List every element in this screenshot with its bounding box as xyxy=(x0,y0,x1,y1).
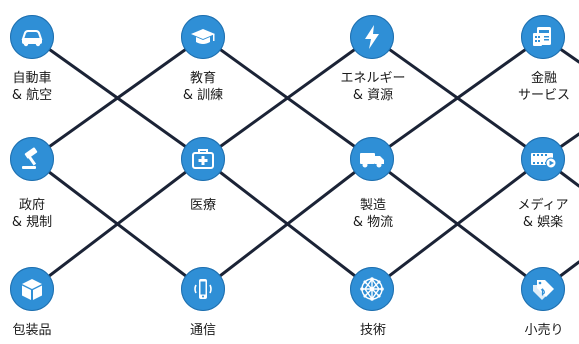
network-icon xyxy=(350,267,394,311)
car-icon xyxy=(10,15,54,59)
film-icon xyxy=(521,137,565,181)
link-media-technology xyxy=(370,157,545,291)
packaging-label: 包装品 xyxy=(12,323,52,338)
education-label: 教育& 訓練 xyxy=(182,71,224,103)
media-label: メディア& 娯楽 xyxy=(517,198,569,230)
finance-label: 金融サービス xyxy=(517,71,570,103)
technology-label: 技術 xyxy=(359,323,386,338)
automotive-label: 自動車& 航空 xyxy=(11,71,53,103)
healthcare-label: 医療 xyxy=(189,198,216,213)
box-icon xyxy=(10,267,54,311)
link-finance-manufacturing xyxy=(370,35,545,161)
link-healthcare-packaging xyxy=(30,157,205,291)
lightning-icon xyxy=(350,15,394,59)
price-tag-icon xyxy=(521,267,565,311)
energy-label: エネルギー& 資源 xyxy=(340,71,406,103)
graduation-icon xyxy=(181,15,225,59)
link-education-government xyxy=(30,35,205,161)
medical-kit-icon xyxy=(181,137,225,181)
finance-icon xyxy=(521,15,565,59)
gavel-icon xyxy=(10,137,54,181)
telecom-label: 通信 xyxy=(189,323,216,338)
retail-label: 小売り xyxy=(524,323,564,338)
government-label: 政府& 規制 xyxy=(11,198,53,230)
link-energy-healthcare xyxy=(201,35,374,161)
truck-icon xyxy=(350,137,394,181)
manufacturing-label: 製造& 物流 xyxy=(352,198,394,230)
phone-icon xyxy=(181,267,225,311)
link-manufacturing-telecom xyxy=(201,157,374,291)
